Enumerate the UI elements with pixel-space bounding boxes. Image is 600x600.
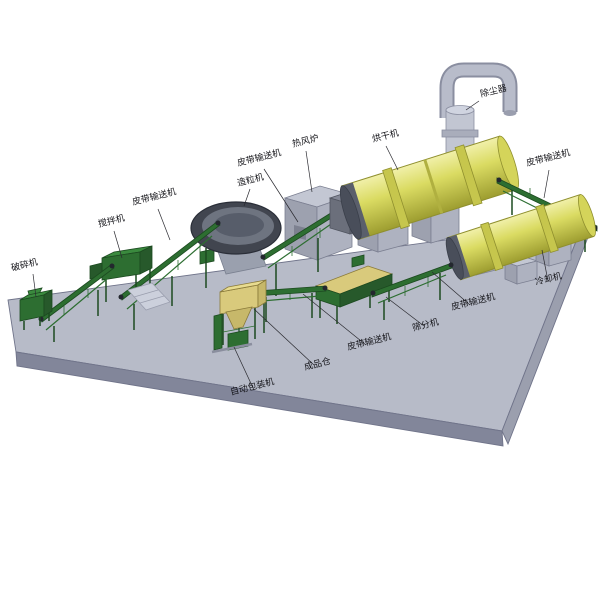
label-belt-conveyor-2-text: 皮带输送机: [236, 146, 283, 169]
rotary-cooler-drum: [445, 193, 596, 281]
ramp-surface: [127, 282, 171, 311]
dryer-seam: [423, 159, 444, 214]
conveyor-e-belt: [371, 262, 453, 298]
cooler-inlet-end: [445, 237, 464, 280]
crusher-front: [19, 294, 45, 322]
label-dust-collector: 除尘器: [465, 82, 508, 111]
label-granulator: 造粒机: [236, 171, 265, 207]
product-silo: [219, 279, 267, 345]
cooler-block-2: [503, 256, 539, 285]
label-crusher-leader: [32, 273, 37, 298]
cyclone-collar: [441, 129, 479, 138]
granulator-disc-inner: [214, 213, 264, 237]
granulator-motor: [199, 248, 215, 265]
silo-side: [257, 279, 267, 308]
label-packing-machine-leader: [233, 346, 255, 391]
ramp-rung-2: [139, 295, 165, 304]
mixer: [89, 245, 153, 302]
label-hot-air-furnace-leader: [305, 150, 313, 193]
silo-funnel: [225, 306, 253, 330]
conveyor-e-tail-pulley: [370, 290, 376, 296]
label-belt-conveyor-1: 皮带输送机: [131, 185, 178, 241]
duct-end-flange: [503, 110, 517, 116]
conveyor-f-tail-pulley: [322, 285, 328, 291]
screener-motor: [351, 254, 365, 268]
label-hot-air-furnace: 热风炉: [291, 132, 320, 193]
label-crusher-text: 破碎机: [10, 256, 39, 274]
dryer-riding-ring-1: [382, 167, 411, 230]
label-cooler-leader: [541, 249, 549, 282]
label-granulator-text: 造粒机: [236, 171, 265, 189]
label-belt-conveyor-1-leader: [157, 208, 171, 241]
platform-front-face: [15, 351, 504, 447]
label-screener-leader: [385, 296, 425, 327]
label-product-silo-leader: [253, 308, 315, 366]
label-belt-conveyor-4-leader: [431, 271, 471, 306]
label-mixer-text: 搅拌机: [97, 212, 126, 230]
label-belt-conveyor-5-leader: [302, 293, 367, 346]
label-belt-conveyor-2-leader: [263, 168, 299, 223]
belt-conveyor-e: [370, 262, 454, 320]
label-mixer-leader: [113, 230, 123, 259]
label-hot-air-furnace-text: 热风炉: [291, 132, 320, 150]
conveyor-c-tail-pulley: [260, 254, 266, 260]
label-belt-conveyor-3-text: 皮带输送机: [525, 146, 572, 169]
duct-pipe: [441, 64, 516, 118]
label-dust-collector-leader: [465, 100, 480, 111]
access-ramp: [127, 282, 171, 311]
label-dryer: 烘干机: [371, 127, 400, 171]
label-dryer-text: 烘干机: [371, 127, 400, 145]
cooler-riding-ring-1: [480, 221, 504, 271]
label-belt-conveyor-1-text: 皮带输送机: [131, 185, 178, 208]
cooler-outlet-end: [577, 194, 596, 237]
conveyor-e-head-pulley: [448, 262, 454, 268]
packing-machine: [211, 313, 253, 354]
label-granulator-leader: [243, 188, 251, 207]
rotary-dryer-drum: [339, 135, 519, 241]
disc-granulator: [190, 201, 282, 275]
cyclone-top: [445, 105, 475, 115]
ramp-rung-1: [133, 289, 159, 298]
packer-base: [211, 342, 253, 354]
conveyor-b-head-pulley: [215, 220, 221, 226]
mixer-side: [139, 245, 153, 275]
dryer-inlet-end: [339, 185, 362, 240]
label-dryer-leader: [385, 145, 399, 171]
conveyor-a-head-pulley: [109, 263, 115, 269]
dryer-riding-ring-2: [454, 144, 483, 207]
crusher-side: [43, 289, 53, 317]
cooler-riding-ring-2: [535, 203, 559, 254]
packer-elevator: [213, 313, 223, 351]
label-belt-conveyor-3: 皮带输送机: [525, 146, 572, 199]
vibrating-screener: [314, 254, 394, 324]
conveyor-d-head-pulley: [496, 177, 502, 183]
belt-conveyor-b: [118, 220, 221, 330]
label-belt-conveyor-3-leader: [543, 169, 550, 199]
conveyor-b-tail-pulley: [118, 294, 124, 300]
